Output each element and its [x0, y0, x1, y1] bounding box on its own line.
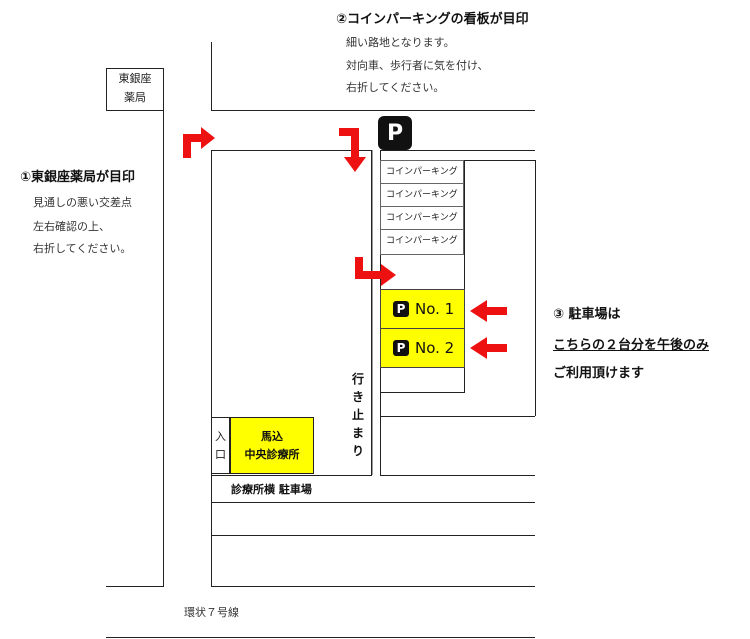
right-block-bottom-left [380, 416, 381, 476]
slot-empty-bottom [380, 392, 465, 393]
left-road-line [163, 110, 164, 586]
dead-end-label: 行 き 止 ま り [351, 370, 365, 460]
step3-line-2: こちらの２台分を午後のみ [553, 338, 710, 353]
parking-sign-letter: P [386, 120, 404, 146]
dead-end-char-3: 止 [351, 408, 364, 422]
dead-end-char-1: 行 [351, 372, 364, 386]
ginza-pharmacy-label-1: 東銀座 [118, 72, 152, 85]
entrance-box: 入 口 [211, 417, 230, 474]
coin-parking-4: コインパーキング [380, 229, 464, 255]
slot-empty-left [380, 368, 381, 393]
step2-line-2: 対向車、歩行者に気を付け、 [346, 59, 489, 72]
step1-heading: ①東銀座薬局が目印 [20, 170, 136, 185]
block-top [211, 150, 371, 151]
slot1-pointer-arrow-icon [470, 300, 507, 322]
dead-end-char-2: き [351, 390, 364, 404]
block-right [371, 150, 372, 475]
step2-line-1: 細い路地となります。 [346, 36, 455, 49]
ginza-pharmacy-label-2: 薬局 [124, 91, 146, 104]
block-left [211, 150, 212, 586]
right-block-lower-h [380, 475, 535, 476]
clinic-box: 馬込 中央診療所 [230, 417, 314, 474]
lower-road-bottom [211, 586, 535, 587]
turn-down-arrow-icon [339, 128, 366, 172]
turn-right-arrow-2-icon [355, 257, 396, 286]
lower-road-top [211, 502, 535, 503]
right-block-inner-left [372, 150, 373, 475]
right-block-mid-v [464, 160, 465, 392]
left-road-line-inner [211, 42, 212, 110]
right-block-far-v [535, 160, 536, 416]
step2-heading: ②コインパーキングの看板が目印 [336, 12, 529, 27]
coin-parking-1: コインパーキング [380, 160, 464, 184]
step1-line-1: 見通しの悪い交差点 [33, 196, 132, 209]
step3-line-1: ③ 駐車場は [553, 307, 621, 322]
right-block-bottom-h [380, 416, 535, 417]
entrance-char-2: 口 [215, 447, 226, 461]
right-block-top [380, 150, 535, 151]
entrance-char-1: 入 [215, 429, 226, 443]
step3-line-3: ご利用頂けます [553, 366, 645, 381]
step2-line-3: 右折してください。 [346, 81, 445, 94]
horizontal-road-top [211, 110, 535, 111]
clinic-parking-label: 診療所横 駐車場 [231, 483, 312, 496]
main-road-bottom [106, 637, 535, 638]
parking-slot-2: P No. 2 [380, 328, 465, 368]
clinic-name-2: 中央診療所 [244, 447, 300, 461]
dead-end-char-5: り [351, 444, 364, 458]
step1-line-3: 右折してください。 [33, 242, 132, 255]
step1-line-2: 左右確認の上、 [33, 220, 110, 233]
road-name: 環状７号線 [184, 606, 239, 619]
slot2-label: No. 2 [415, 339, 455, 357]
slot1-p-icon: P [393, 301, 409, 317]
clinic-name-1: 馬込 [261, 429, 283, 443]
horizontal-road-left-stub [106, 110, 164, 111]
slot2-pointer-arrow-icon [470, 337, 507, 359]
block-bottom [211, 475, 372, 476]
slot2-p-icon: P [393, 340, 409, 356]
ginza-pharmacy-box: 東銀座 薬局 [106, 68, 164, 110]
left-road-bottom-stub [106, 586, 164, 587]
turn-right-arrow-1-icon [183, 127, 215, 158]
parking-sign: P [378, 116, 412, 150]
dead-end-char-4: ま [351, 426, 364, 440]
parking-slot-1: P No. 1 [380, 289, 465, 329]
slot1-label: No. 1 [415, 300, 455, 318]
lower-road-top2 [211, 535, 535, 536]
